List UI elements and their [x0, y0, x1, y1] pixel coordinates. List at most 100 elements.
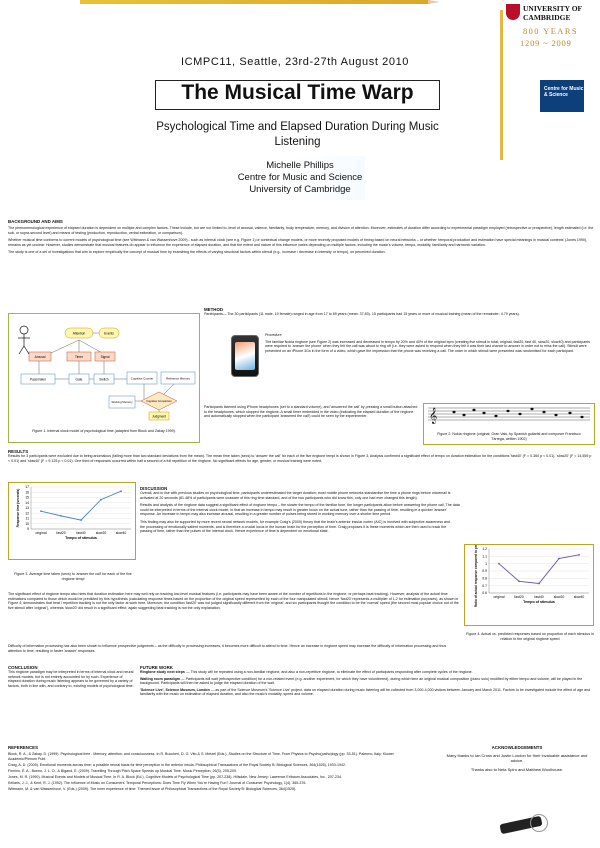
- figure3-caption: Figure 3. Average time taken (secs) to '…: [14, 572, 132, 581]
- internal-clock-diagram: Attention Events Arousal Timer Signal Pa…: [18, 325, 196, 421]
- reference-item: Wittmann, M. & van Wassenhove, V. (Eds.)…: [8, 787, 297, 792]
- y-axis-label: Response time (seconds): [16, 489, 20, 528]
- node-events: Events: [104, 332, 114, 336]
- x-axis-label: Tempo of stimulus: [65, 536, 97, 540]
- x-tick-label: fast40: [534, 595, 543, 599]
- data-point: [100, 498, 102, 501]
- future-section: FUTURE WORK Ringtone study next steps — …: [140, 665, 595, 697]
- figure4-caption: Figure 4. Actual vs. predicted responses…: [466, 632, 594, 641]
- acknowledgements-heading: ACKNOWLEDGEMENTS: [491, 745, 543, 750]
- future-l3-label: 'Science Live', Science Museum, London: [140, 687, 210, 692]
- x-tick-label: fast40: [76, 531, 85, 535]
- references-heading: REFERENCES: [8, 745, 39, 750]
- future-l2-text: — Participants will wait (retrospective …: [140, 676, 583, 686]
- conclusion-heading: CONCLUSION: [8, 665, 38, 670]
- results-heading: RESULTS: [8, 449, 29, 454]
- y-tick-label: 0.7: [482, 584, 487, 588]
- anniversary-line1: 800 YEARS: [523, 26, 579, 36]
- procedure-label: Procedure: [265, 333, 282, 337]
- future-l1: Ringtone study next steps — This study w…: [140, 670, 595, 675]
- node-cognitive-comparison: Cognitive Comparison: [146, 399, 172, 403]
- node-working-memory: Working Memory: [111, 400, 133, 404]
- department: Centre for Music and Science: [237, 172, 363, 183]
- participants-label: Participants: [204, 312, 223, 316]
- anniversary-line2: 1209 ~ 2009: [520, 38, 572, 48]
- future-l1-text: — This study will be repeated using a no…: [185, 670, 473, 674]
- y-tick-label: 12: [25, 511, 29, 515]
- discussion-p4: The significant effect of ringtone tempo…: [8, 592, 459, 610]
- phone-headphones-image: [499, 812, 550, 836]
- node-pacemaker: Pacemaker: [30, 378, 47, 382]
- data-point: [498, 562, 500, 565]
- title-box: [155, 80, 440, 110]
- figure1-box: Attention Events Arousal Timer Signal Pa…: [8, 313, 200, 443]
- acknowledgements-text1: Many thanks to Ian Cross and Justin Lond…: [446, 753, 588, 764]
- future-l3-text: — as part of the Science Museum's 'Scien…: [140, 687, 591, 697]
- data-point: [60, 514, 62, 517]
- x-tick-label: fast20: [56, 531, 65, 535]
- conclusion-text: This ringtone paradigm may be interprete…: [8, 670, 134, 688]
- y-axis-label: Ratio of actual response compared to pre…: [474, 545, 478, 607]
- node-arousal: Arousal: [35, 355, 46, 359]
- y-tick-label: 1: [485, 562, 487, 566]
- x-tick-label: slow40: [574, 595, 585, 599]
- discussion-p3: This finding may also be supported by mo…: [140, 519, 450, 534]
- future-heading: FUTURE WORK: [140, 665, 173, 670]
- procedure-2: Participants listened using iPhone headp…: [204, 405, 418, 419]
- pencil-decoration: [80, 0, 430, 4]
- background-p1: The phenomenological experience of elaps…: [8, 226, 594, 235]
- discussion-p5: Difficulty of information processing has…: [8, 644, 447, 653]
- y-tick-label: 1.1: [482, 555, 487, 559]
- discussion-p1: Overall, and in line with previous studi…: [140, 491, 451, 500]
- data-point: [80, 519, 82, 521]
- cms-logo-icon: [540, 80, 584, 112]
- reference-item: Block, R. A., & Zakay, D. (1999). Psycho…: [8, 752, 394, 761]
- data-point: [40, 510, 42, 513]
- author-block-bg: [235, 156, 365, 200]
- series-line: [498, 554, 580, 584]
- data-point: [578, 553, 580, 556]
- y-tick-label: 11: [25, 517, 29, 521]
- x-tick-label: original: [494, 595, 505, 599]
- figure2-caption: Figure 2. Nokia ringtone (original; Gran…: [437, 432, 581, 441]
- node-attention: Attention: [73, 332, 86, 336]
- data-point: [518, 580, 520, 583]
- pencil-tip: [428, 0, 440, 4]
- subtitle: Psychological Time and Elapsed Duration …: [156, 121, 439, 148]
- cambridge-logo: UNIVERSITY OF CAMBRIDGE: [523, 4, 582, 22]
- data-point: [558, 557, 560, 560]
- pencil-vertical: [500, 10, 503, 160]
- background-heading: BACKGROUND AND AIMS: [8, 219, 63, 224]
- node-gate: Gate: [76, 378, 83, 382]
- treble-clef-icon: 𝄞: [429, 407, 437, 424]
- y-tick-label: 10: [25, 522, 29, 526]
- method-heading: METHOD: [204, 307, 224, 312]
- conference-line: ICMPC11, Seattle, 23rd-27th August 2010: [180, 56, 410, 68]
- y-tick-label: 14: [25, 501, 29, 505]
- reference-item: Kellaris, J. J., & Kent, R. J. (1992). T…: [8, 780, 307, 785]
- y-tick-label: 0.8: [482, 577, 487, 581]
- results-text: Results for 3 participants were excluded…: [8, 454, 592, 463]
- procedure-block: Procedure The familiar Nokia ringtone (s…: [265, 333, 595, 353]
- background-section: BACKGROUND AND AIMS The phenomenological…: [8, 219, 594, 255]
- x-tick-label: slow20: [96, 531, 107, 535]
- y-tick-label: 0.9: [482, 569, 487, 573]
- figure1-caption: Figure 1. Internal clock model of psycho…: [32, 429, 176, 433]
- phone-image: [231, 335, 259, 377]
- data-point: [120, 490, 122, 493]
- university: University of Cambridge: [249, 184, 351, 195]
- header-area: ICMPC11, Seattle, 23rd-27th August 2010 …: [0, 0, 600, 210]
- node-reference-memory: Reference Memory: [166, 377, 190, 381]
- reference-item: Firmino, É. A., Bueno, J. L. O., & Bigan…: [8, 768, 238, 773]
- reference-item: Jones, M. R. (1990). Musical Events and …: [8, 774, 342, 779]
- x-tick-label: slow20: [554, 595, 565, 599]
- title: The Musical Time Warp: [181, 81, 414, 104]
- y-tick-label: 0.6: [482, 591, 487, 595]
- figure2-box: 𝄞 Figure 2. Nokia ringtone (original; Gr…: [423, 403, 595, 445]
- acknowledgements-section: ACKNOWLEDGEMENTS Many thanks to Ian Cros…: [440, 745, 594, 772]
- node-judgment: Judgment: [152, 415, 166, 419]
- background-p3: The study is one of a set of investigati…: [8, 250, 386, 255]
